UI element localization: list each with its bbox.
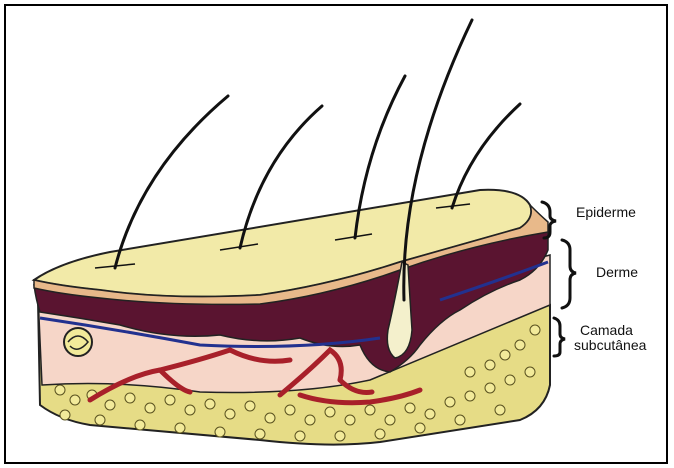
sweat-gland: [64, 328, 92, 356]
label-derme: Derme: [596, 264, 638, 280]
label-camada: Camada: [580, 322, 633, 338]
label-epiderme: Epiderme: [576, 204, 636, 220]
label-subcutanea: subcutânea: [574, 337, 646, 353]
